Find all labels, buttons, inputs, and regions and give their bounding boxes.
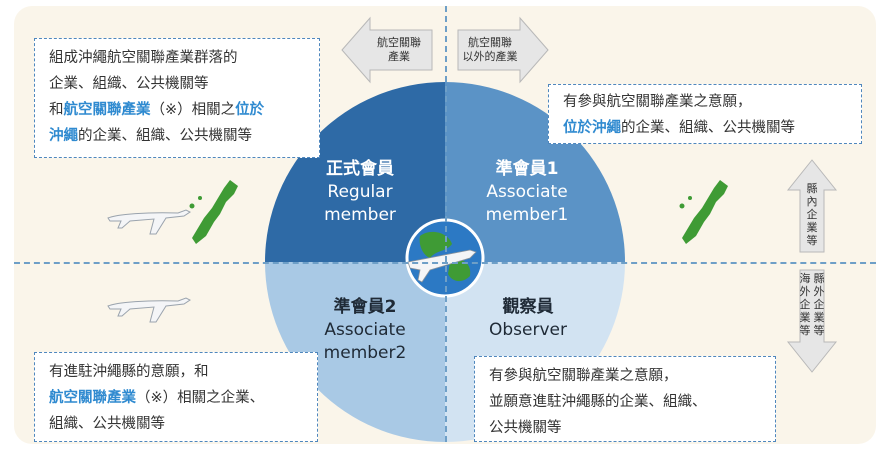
arrow-right-label: 航空關聯 以外的產業 (458, 36, 522, 64)
highlight-text: 位於沖繩 (563, 120, 621, 136)
regular-member-sub2: member (324, 205, 396, 225)
up-label-char: 企 (806, 208, 818, 221)
up-label-char: 業 (806, 221, 818, 234)
highlight-text: 沖繩 (49, 128, 78, 144)
down-label-char: 企 (813, 298, 825, 311)
airplane-icon (107, 297, 191, 323)
box-line: 企業、組織、公共機關等 (49, 76, 209, 92)
highlight-text: 航空關聯產業 (49, 390, 136, 406)
observer-label: 觀察員 Observer (468, 296, 588, 342)
text: （※）相關之 (150, 102, 236, 118)
arrow-down-label-col2: 縣 外 企 業 等 (812, 272, 826, 337)
up-label-char: 等 (806, 234, 818, 247)
down-label-char: 外 (799, 285, 811, 298)
associate2-label: 準會員2 Associate member2 (300, 296, 430, 365)
box-associate1-description: 有參與航空關聯產業之意願， 位於沖繩的企業、組織、公共機關等 (548, 84, 862, 144)
box-line: 和航空關聯產業（※）相關之位於 (49, 97, 305, 123)
down-label-char: 企 (799, 298, 811, 311)
quadrant-associate2 (265, 262, 445, 442)
arrow-up-icon (786, 159, 838, 253)
observer-title: 觀察員 (502, 297, 554, 317)
box-line: 並願意進駐沖繩縣的企業、組織、 (489, 394, 707, 410)
arrow-right-icon (457, 16, 549, 84)
up-label-char: 縣 (806, 182, 818, 195)
box-line: 有參與航空關聯產業之意願， (489, 368, 678, 384)
arrow-left-label: 航空關聯 產業 (368, 36, 430, 64)
arrow-down-label-col1: 海 外 企 業 等 (798, 272, 812, 337)
box-line: 位於沖繩的企業、組織、公共機關等 (563, 115, 847, 141)
associate1-sub1: Associate (486, 182, 568, 202)
arrow-left-label-line2: 產業 (388, 50, 410, 63)
associate1-sub2: member1 (485, 205, 569, 225)
box-line: 有進駐沖繩縣的意願，和 (49, 364, 209, 380)
associate1-label: 準會員1 Associate member1 (462, 158, 592, 227)
associate2-sub1: Associate (324, 320, 406, 340)
box-line: 組織、公共機關等 (49, 416, 165, 432)
observer-sub1: Observer (489, 320, 567, 340)
text: 的企業、組織、公共機關等 (621, 120, 795, 136)
quadrant-associate1 (445, 82, 625, 262)
highlight-text: 航空關聯產業 (63, 102, 151, 118)
okinawa-island-icon (189, 180, 238, 244)
box-associate2-description: 有進駐沖繩縣的意願，和 航空關聯產業（※）相關之企業、 組織、公共機關等 (34, 352, 318, 442)
box-observer-description: 有參與航空關聯產業之意願， 並願意進駐沖繩縣的企業、組織、 公共機關等 (474, 356, 776, 442)
associate1-title: 準會員1 (495, 159, 559, 179)
quadrant-regular (265, 82, 445, 262)
arrow-up-label: 縣 內 企 業 等 (805, 182, 819, 247)
associate2-title: 準會員2 (333, 297, 397, 317)
box-regular-description: 組成沖繩航空關聯產業群落的 企業、組織、公共機關等 和航空關聯產業（※）相關之位… (34, 38, 320, 158)
okinawa-island-icon (679, 180, 728, 244)
arrow-right-label-line1: 航空關聯 (468, 36, 512, 49)
airplane-icon (107, 209, 191, 235)
down-label-char: 海 (799, 272, 811, 285)
text: 的企業、組織、公共機關等 (78, 128, 252, 144)
down-label-char: 等 (813, 324, 825, 337)
regular-member-title: 正式會員 (326, 159, 394, 179)
box-line: 公共機關等 (489, 420, 562, 436)
text: 和 (49, 102, 64, 118)
box-line: 有參與航空關聯產業之意願， (563, 94, 752, 110)
down-label-char: 業 (799, 311, 811, 324)
down-label-char: 等 (799, 324, 811, 337)
arrow-left-icon (341, 16, 433, 84)
vertical-divider (445, 6, 447, 442)
down-label-char: 縣 (813, 272, 825, 285)
arrow-right-label-line2: 以外的產業 (462, 50, 518, 63)
highlight-text: 位於 (235, 102, 265, 118)
regular-member-sub1: Regular (327, 182, 393, 202)
box-line: 組成沖繩航空關聯產業群落的 (49, 50, 238, 66)
box-line: 沖繩的企業、組織、公共機關等 (49, 123, 305, 149)
text: （※）相關之企業、 (136, 390, 265, 406)
arrow-down-icon (786, 269, 838, 373)
regular-member-label: 正式會員 Regular member (300, 158, 420, 227)
up-label-char: 內 (806, 195, 818, 208)
arrow-left-label-line1: 航空關聯 (377, 36, 421, 49)
associate2-sub2: member2 (323, 343, 407, 363)
down-label-char: 外 (813, 285, 825, 298)
box-line: 航空關聯產業（※）相關之企業、 (49, 385, 303, 411)
down-label-char: 業 (813, 311, 825, 324)
